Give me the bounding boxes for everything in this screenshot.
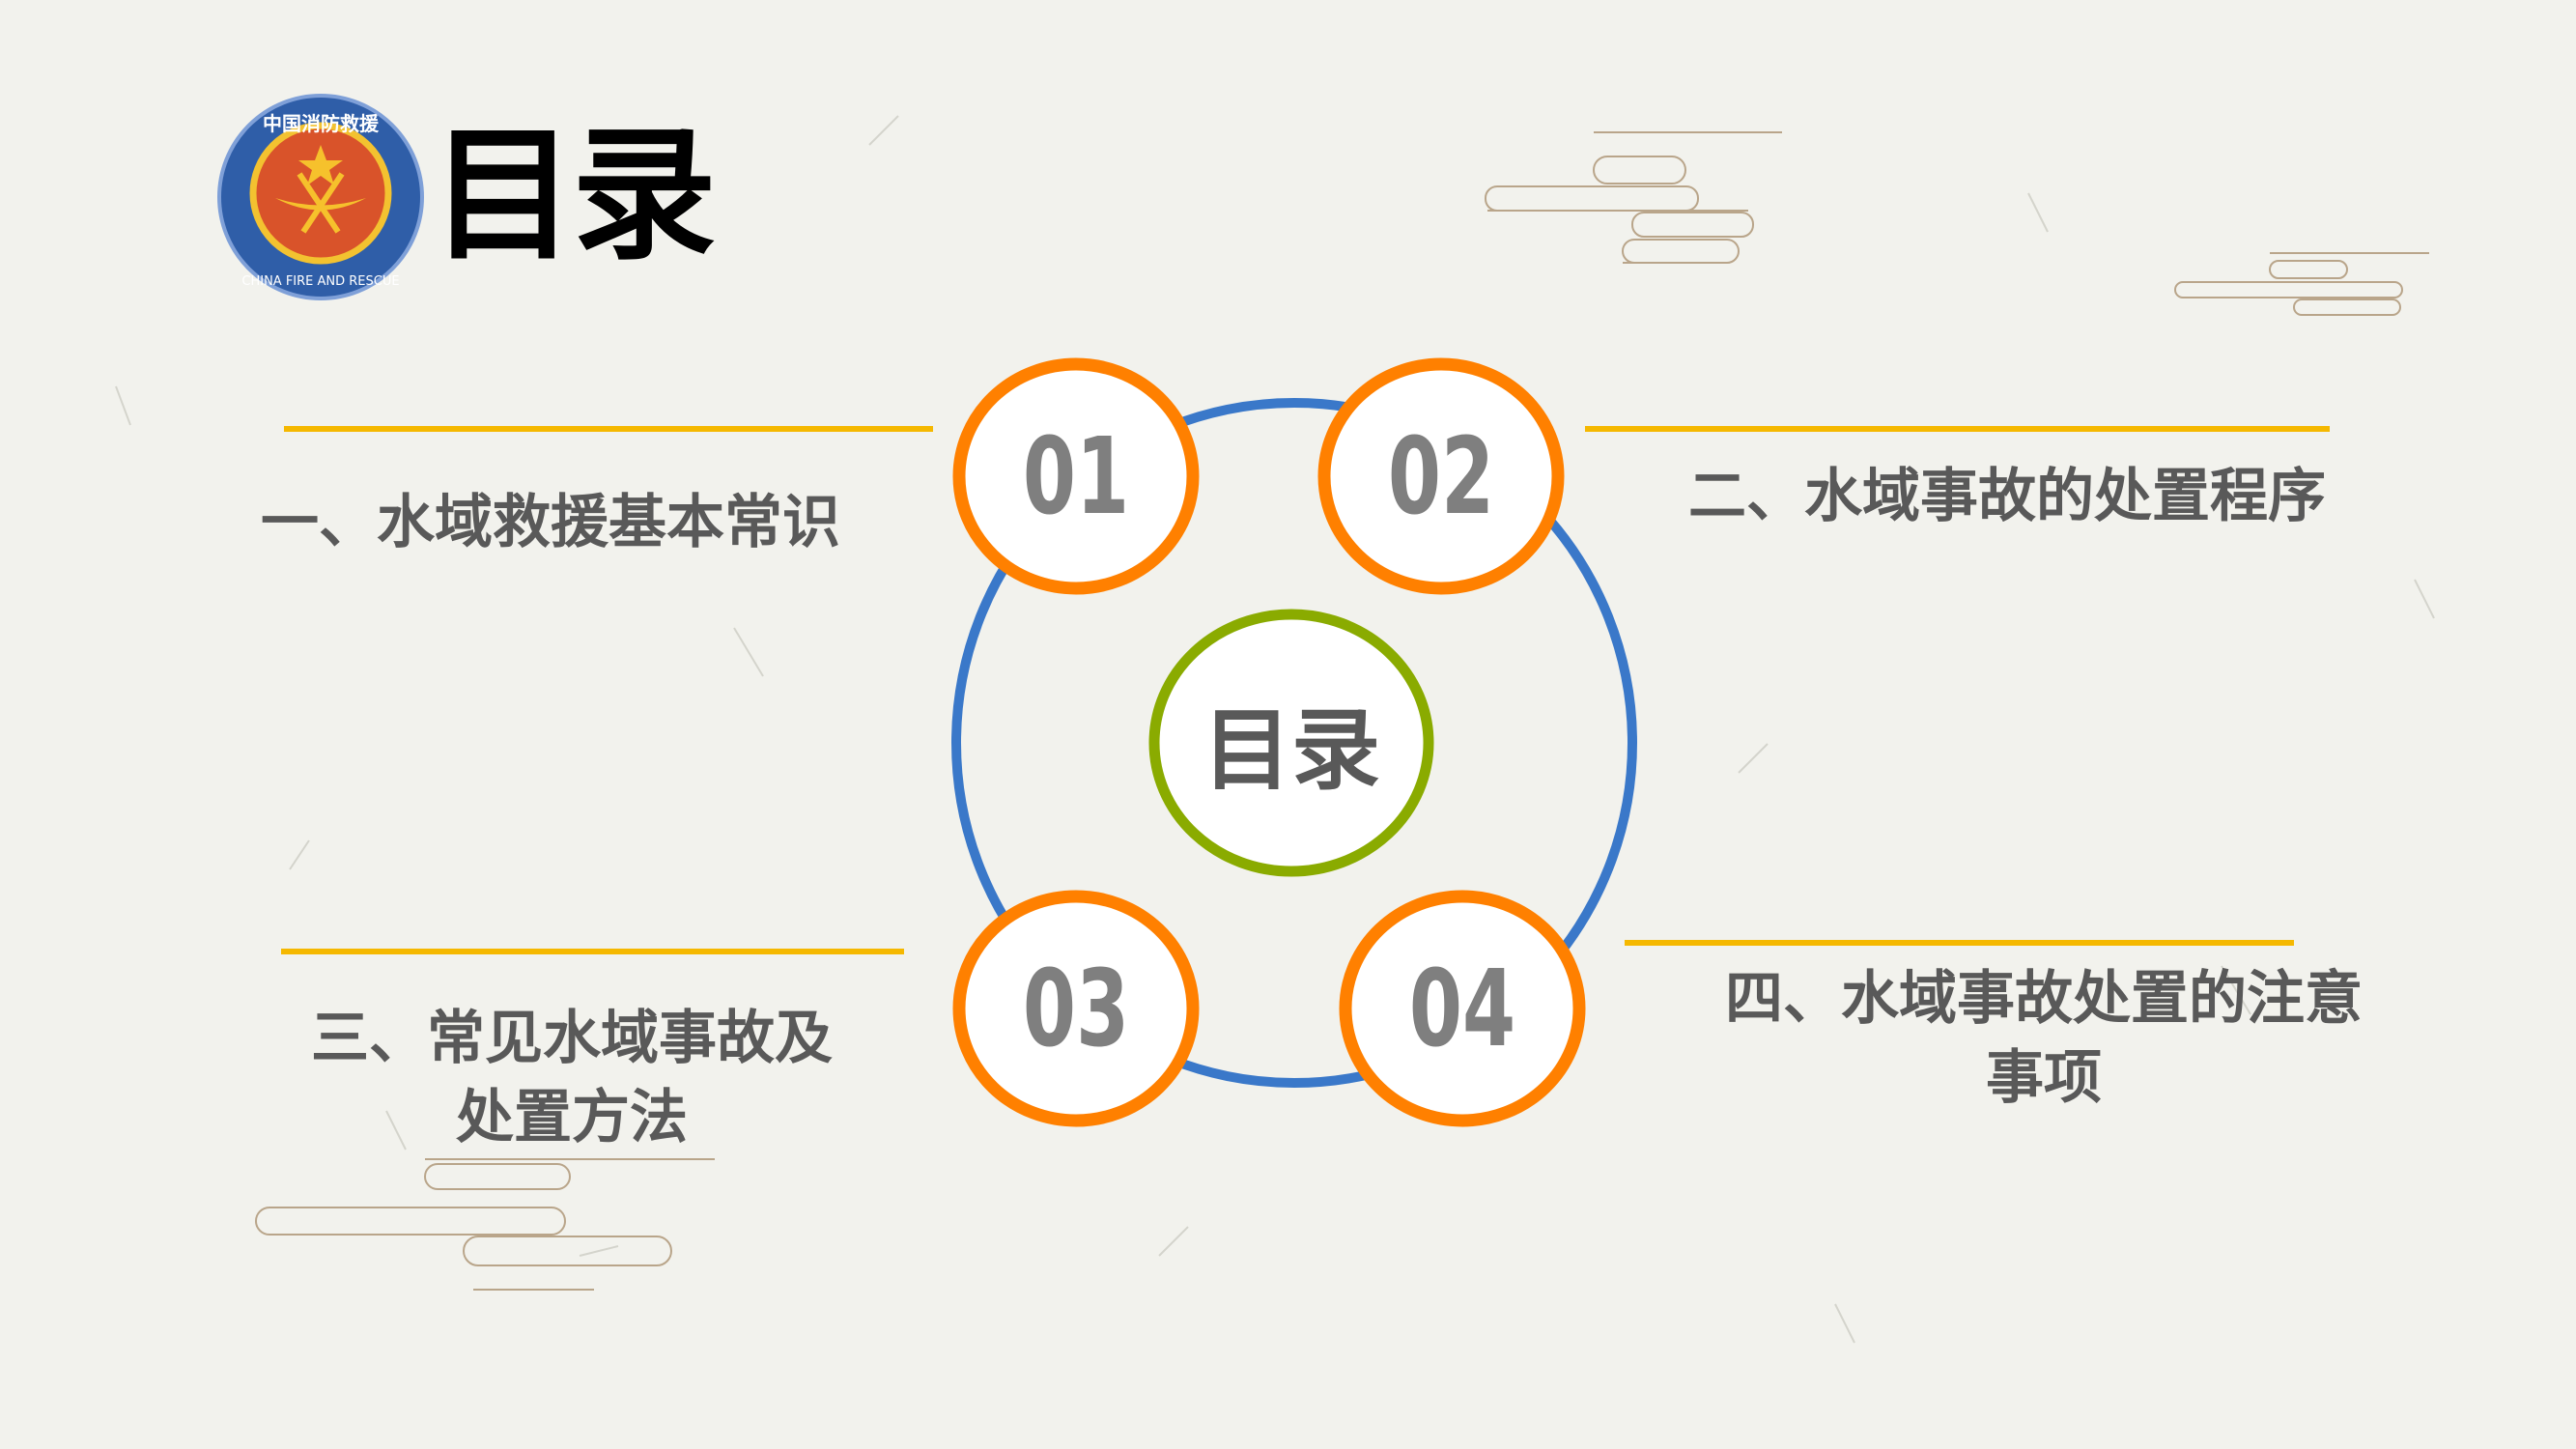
number-circles bbox=[952, 357, 1586, 1127]
cloud-decoration-top bbox=[1485, 131, 2429, 316]
toc-item-3-line-1: 三、常见水域事故及 bbox=[311, 1005, 833, 1072]
outer-ring bbox=[951, 398, 1637, 1088]
svg-text:CHINA FIRE AND RESCUE: CHINA FIRE AND RESCUE bbox=[241, 274, 399, 289]
center-circle bbox=[1148, 609, 1434, 877]
number-03: 03 bbox=[1022, 947, 1130, 1070]
toc-item-4-line-2: 事项 bbox=[1986, 1044, 2102, 1112]
center-label: 目录 bbox=[1202, 698, 1381, 803]
toc-item-3-line-2: 处置方法 bbox=[456, 1084, 688, 1151]
number-02: 02 bbox=[1387, 414, 1495, 538]
toc-item-2-line-1: 二、水域事故的处置程序 bbox=[1688, 463, 2326, 530]
number-04: 04 bbox=[1408, 947, 1516, 1070]
number-01: 01 bbox=[1022, 414, 1130, 538]
page-title: 目录 bbox=[431, 112, 717, 280]
toc-item-4[interactable]: 四、水域事故处置的注意 事项 bbox=[1686, 959, 2401, 1118]
svg-text:中国消防救援: 中国消防救援 bbox=[263, 112, 380, 135]
toc-item-2[interactable]: 二、水域事故的处置程序 bbox=[1688, 457, 2326, 536]
toc-item-1-line-1: 一、水域救援基本常识 bbox=[261, 489, 840, 556]
accent-lines bbox=[281, 426, 2330, 954]
toc-item-1[interactable]: 一、水域救援基本常识 bbox=[261, 483, 840, 562]
cloud-decoration-bottom bbox=[255, 1158, 715, 1291]
toc-item-4-line-1: 四、水域事故处置的注意 bbox=[1725, 965, 2363, 1033]
china-fire-rescue-emblem-logo: 中国消防救援 CHINA FIRE AND RESCUE bbox=[217, 94, 424, 300]
toc-item-3[interactable]: 三、常见水域事故及 处置方法 bbox=[282, 999, 862, 1157]
